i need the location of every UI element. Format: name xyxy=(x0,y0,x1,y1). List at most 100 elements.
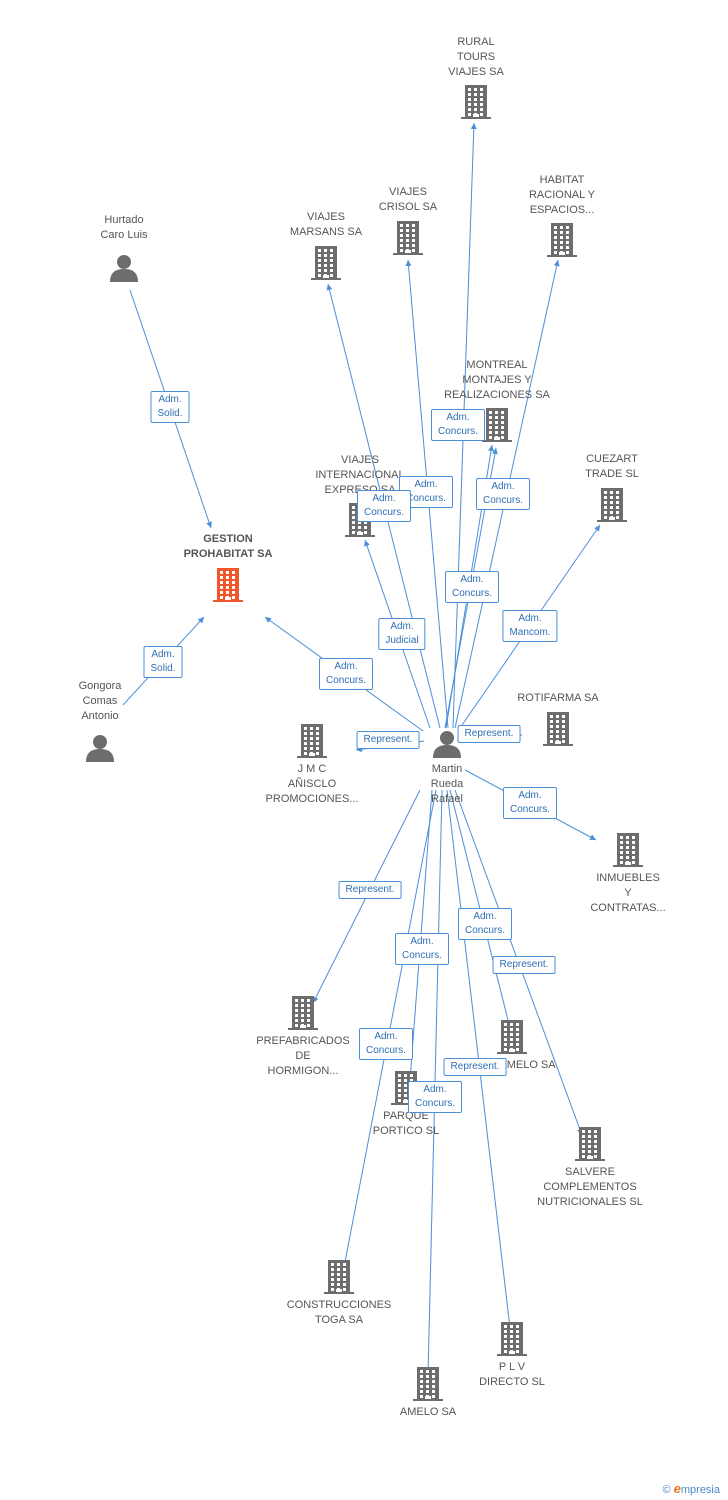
edge-label-martin-inmuebles[interactable]: Adm.Concurs. xyxy=(502,787,558,819)
edge-label-martin-jmc[interactable]: Represent. xyxy=(356,731,420,749)
node-label-line: INTERNACIONAL xyxy=(315,469,405,481)
node-label-line: Y xyxy=(624,887,632,899)
edge-label-martin-internacional[interactable]: Adm.Judicial xyxy=(378,618,426,650)
edge-label-line: Adm. xyxy=(460,574,484,585)
brand-initial: e xyxy=(673,1481,681,1496)
person-icon xyxy=(110,255,138,282)
node-icon-cuezart[interactable] xyxy=(597,488,627,522)
node-label-line: TOGA SA xyxy=(314,1314,364,1326)
node-label-line: RURAL xyxy=(457,36,495,48)
node-label: ROTIFARMA SA xyxy=(517,691,598,706)
node-icon-martin[interactable] xyxy=(433,730,461,758)
node-label-line: MARSANS SA xyxy=(289,226,363,238)
edge-label-martin-rotifarma[interactable]: Represent. xyxy=(457,725,521,743)
building-icon xyxy=(543,712,573,746)
edge-label-martin-amelo[interactable]: Adm.Concurs. xyxy=(407,1081,463,1113)
node-icon-amelo[interactable] xyxy=(413,1367,443,1401)
node-icon-marsans[interactable] xyxy=(311,246,341,280)
node-icon-gongora[interactable] xyxy=(86,734,114,762)
edge-label-line: Concurs. xyxy=(437,426,479,437)
edge-label-martin-habitat[interactable]: Adm.Concurs. xyxy=(475,478,531,510)
node-icon-gestion[interactable] xyxy=(213,568,243,602)
node-icon-montreal[interactable] xyxy=(482,408,512,442)
edge-label-martin-gestion[interactable]: Adm.Concurs. xyxy=(318,658,374,690)
node-label-line: SALVERE xyxy=(565,1166,615,1178)
edge-label-line: Represent. xyxy=(464,728,514,739)
edge-label-martin-montreal[interactable]: Adm.Concurs. xyxy=(430,409,486,441)
edge-label-martin-construcciones[interactable]: Adm.Concurs. xyxy=(358,1028,414,1060)
edge-label-martin-parque[interactable]: Adm.Concurs. xyxy=(394,933,450,965)
node-label-line: ESPACIOS... xyxy=(529,204,595,216)
node-label-line: PORTICO SL xyxy=(372,1125,440,1137)
node-label-line: DIRECTO SL xyxy=(479,1376,545,1388)
building-icon xyxy=(311,246,341,280)
node-label-line: ROTIFARMA SA xyxy=(517,692,599,704)
edge-label-line: Concurs. xyxy=(405,493,447,504)
edge-label-hurtado-gestion[interactable]: Adm.Solid. xyxy=(150,391,190,423)
node-icon-crisol[interactable] xyxy=(393,221,423,255)
edge-label-martin-sotoamelo[interactable]: Adm.Concurs. xyxy=(457,908,513,940)
node-label-line: CUEZART xyxy=(586,453,638,465)
edge-label-martin-cuezart[interactable]: Adm.Mancom. xyxy=(502,610,558,642)
edge-label-martin-marsans[interactable]: Adm.Concurs. xyxy=(356,490,412,522)
node-label-line: HABITAT xyxy=(539,174,585,186)
edge-label-line: Solid. xyxy=(157,408,183,419)
edge-label-gongora-gestion[interactable]: Adm.Solid. xyxy=(143,646,183,678)
node-label-line: Antonio xyxy=(81,710,119,722)
building-icon xyxy=(297,724,327,758)
node-icon-plv[interactable] xyxy=(497,1322,527,1356)
edge-label-line: Concurs. xyxy=(325,675,367,686)
node-icon-construcciones[interactable] xyxy=(324,1260,354,1294)
edge-label-line: Adm. xyxy=(414,479,438,490)
building-icon xyxy=(597,488,627,522)
node-icon-salvere[interactable] xyxy=(575,1127,605,1161)
node-icon-hurtado[interactable] xyxy=(110,254,138,282)
edge-label-line: Concurs. xyxy=(363,507,405,518)
node-label: AMELO SA xyxy=(400,1405,456,1420)
copyright-symbol: © xyxy=(662,1484,671,1496)
edge-label-martin-prefabricados[interactable]: Represent. xyxy=(338,881,402,899)
node-icon-rural[interactable] xyxy=(461,85,491,119)
node-icon-habitat[interactable] xyxy=(547,223,577,257)
edge-label-martin-montreal[interactable]: Adm.Concurs. xyxy=(444,571,500,603)
node-icon-sotoamelo[interactable] xyxy=(497,1020,527,1054)
edge-label-line: Concurs. xyxy=(482,495,524,506)
node-crisol[interactable]: VIAJES CRISOL SA xyxy=(379,185,437,215)
building-icon xyxy=(482,408,512,442)
node-icon-rotifarma[interactable] xyxy=(543,712,573,746)
node-icon-prefabricados[interactable] xyxy=(288,996,318,1030)
edge-label-martin-plv[interactable]: Represent. xyxy=(443,1058,507,1076)
node-rotifarma[interactable]: ROTIFARMA SA xyxy=(517,691,598,706)
building-icon xyxy=(288,996,318,1030)
node-amelo[interactable]: AMELO SA xyxy=(400,1405,456,1420)
edge-label-martin-salvere[interactable]: Represent. xyxy=(492,956,556,974)
node-icon-inmuebles[interactable] xyxy=(613,833,643,867)
node-label-line: CRISOL SA xyxy=(378,201,438,213)
node-label-line: Hurtado xyxy=(104,214,144,226)
edge-label-line: Concurs. xyxy=(414,1098,456,1109)
node-label-line: VIAJES xyxy=(389,186,427,198)
brand-rest: mpresia xyxy=(680,1484,720,1496)
edge-label-line: Adm. xyxy=(410,936,434,947)
node-icon-jmc[interactable] xyxy=(297,724,327,758)
